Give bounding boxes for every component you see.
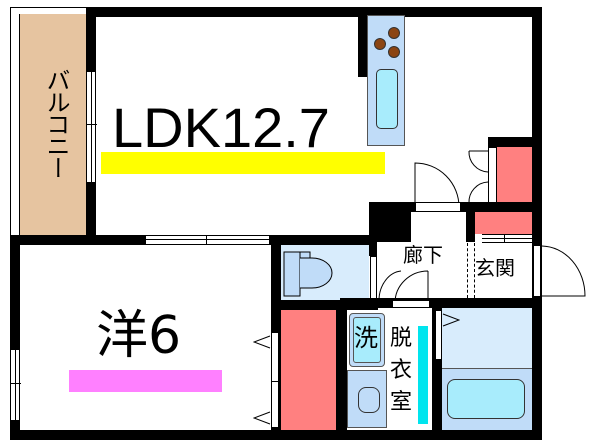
balcony-floor: [19, 14, 87, 239]
western-label: 洋6: [96, 306, 182, 366]
washroom-label-char: 衣: [390, 358, 413, 383]
sink-basin: [358, 387, 380, 413]
stove-burner-icon: [388, 27, 400, 39]
closet-door-swing-icon: [253, 411, 271, 425]
entrance-label: 玄関: [475, 256, 515, 280]
wall-bath-left: [432, 305, 442, 435]
western-underline: [69, 370, 222, 392]
ldk-door-icon: [414, 162, 460, 208]
closet-door-swing-icon: [253, 335, 271, 349]
wall-right-lower: [532, 298, 542, 440]
wall-washroom-left: [336, 305, 347, 435]
bath-wash-area: [442, 308, 532, 368]
hallway-label: 廊下: [403, 243, 443, 267]
closet-storage-lower: [475, 212, 532, 234]
bathtub-basin: [447, 379, 525, 419]
front-door-frame: [533, 245, 541, 297]
ldk-label: LDK12.7: [112, 96, 330, 159]
wall-western-left: [10, 235, 20, 440]
closet-storage-upper: [497, 147, 532, 203]
closet-double-door-icon: [468, 150, 489, 204]
bathtub: [442, 368, 532, 430]
washer-box: 洗: [349, 313, 385, 367]
bath-door-frame: [435, 310, 442, 360]
washroom-door-opening: [392, 300, 430, 308]
wall-toilet-bottom: [271, 300, 378, 310]
wall-right-upper: [532, 7, 542, 307]
kitchen-wall-stub: [358, 7, 368, 77]
bath-door-swing-icon: [442, 313, 460, 327]
entrance-step-line: [474, 243, 475, 298]
washroom-label-char: 室: [390, 390, 413, 415]
washroom-accent-bar: [418, 326, 428, 424]
washroom-label-char: 脱: [390, 326, 413, 351]
ldk-door-opening: [415, 202, 461, 212]
vanity-sink: [347, 370, 387, 428]
washer-label: 洗: [354, 324, 378, 352]
ldk-underline: [101, 152, 385, 174]
toilet-icon: [283, 251, 333, 297]
wall-closet-left: [466, 202, 475, 242]
balcony-label: バルコニー: [42, 68, 70, 178]
kitchen-sink: [376, 69, 398, 129]
western-closet-doors: [271, 332, 280, 428]
closet-lower-door: [482, 234, 532, 243]
wall-top: [86, 7, 542, 17]
wall-washroom-top: [340, 298, 542, 308]
toilet-door-frame: [370, 256, 377, 300]
wall-hallway-left-stub: [369, 202, 411, 242]
stove-burner-icon: [388, 46, 400, 58]
window-balcony: [86, 72, 97, 182]
front-door-icon: [541, 245, 586, 297]
wall-hallway-top-right: [461, 202, 541, 212]
closet-wall-top: [488, 137, 538, 147]
western-closet-storage: [281, 310, 336, 430]
window-western-left: [10, 350, 21, 420]
stove-burner-icon: [374, 38, 386, 50]
entrance-step-line: [467, 243, 468, 298]
wall-toilet-right: [369, 242, 377, 256]
window-western-top: [146, 235, 269, 245]
kitchen-counter: [367, 15, 405, 146]
